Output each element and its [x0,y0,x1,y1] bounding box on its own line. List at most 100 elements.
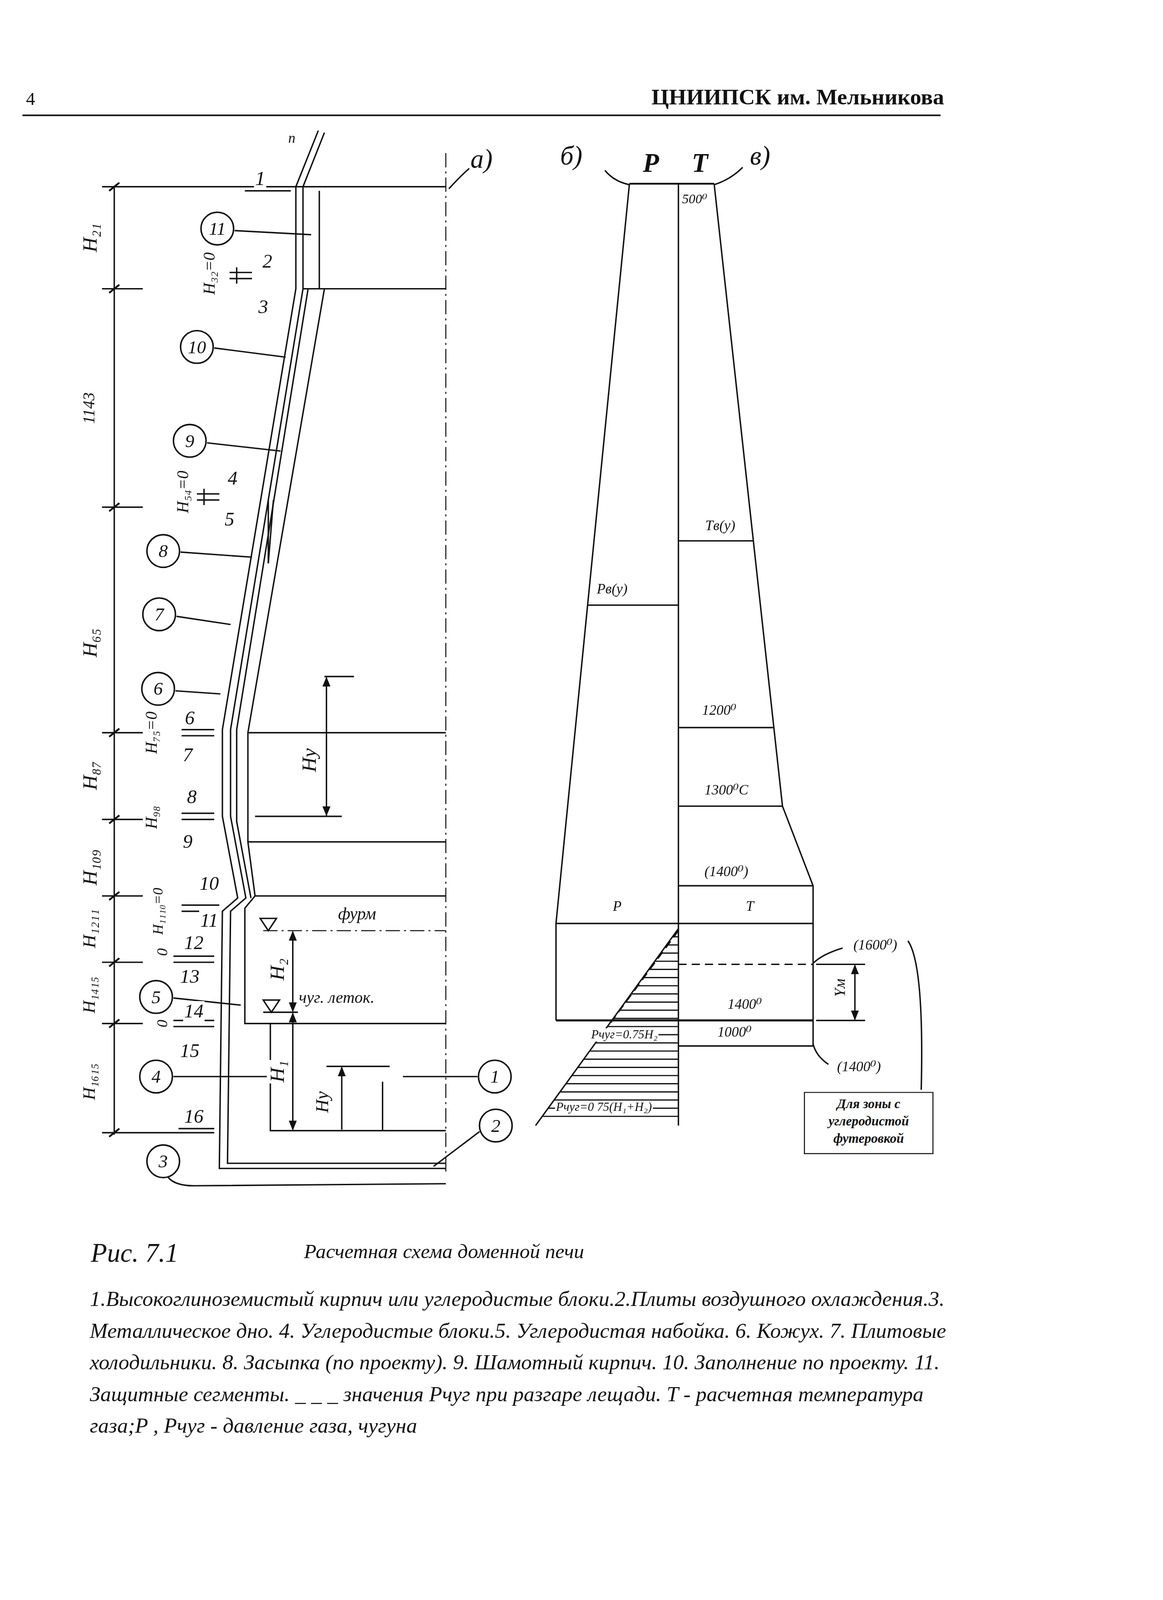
drawing-line [244,190,291,192]
drawing-label: 12 [183,932,205,953]
drawing-line [181,813,215,819]
callout-number: 1 [490,1065,500,1087]
drawing-label: H₇₅=0 [143,710,161,755]
drawing-line [176,616,231,625]
drawing-label: 1400⁰ [726,997,763,1013]
drawing-label: 4 [25,89,37,109]
drawing-line [113,186,115,1135]
hatch-line [571,1074,679,1076]
drawing-line [270,1022,446,1025]
drawing-label: 8 [185,786,198,808]
drawing-line [324,675,355,678]
drawing-line [173,956,215,963]
hatch-line [566,1082,679,1085]
drawing-label: H₁₄₁₅ [80,975,99,1014]
drawing-label: 15 [179,1040,201,1061]
drawing-line [433,1131,480,1167]
hatch-line [560,1090,679,1093]
drawing-line [102,818,144,820]
level-marks [173,190,291,1129]
drawing-label: 14 [183,1000,205,1022]
drawing-label: P [641,149,660,178]
drawing-line [181,729,215,736]
drawing-line [714,183,814,1046]
drawing-line [816,1019,865,1021]
drawing-label: H₉₈ [143,804,161,830]
note-box: Для зоны с углеродистой футеровкой [803,1091,934,1154]
drawing-line [102,506,144,508]
furnace-lining [244,153,446,1174]
drawing-line [22,114,941,117]
drawing-line [678,885,814,887]
drawing-line [292,931,294,1012]
drawing-line [263,999,280,1013]
circle-outline [180,330,214,364]
circle-outline [478,1060,512,1093]
drawing-label: 2 [261,251,274,272]
drawing-label: (1400⁰) [836,1059,883,1075]
drawing-label: 16 [183,1106,205,1127]
hatch-line [666,944,679,946]
drawing-label: Tв(y) [704,519,736,535]
drawing-label: Pв(y) [595,581,629,597]
drawing-line [445,153,447,1174]
drawing-line [402,1075,478,1077]
callout-number: 7 [154,603,164,625]
drawing-label: 9 [181,831,194,853]
callout-number: 5 [151,986,161,1008]
hatch-line [613,1017,679,1019]
drawing-label: H₁₀₉ [78,848,101,887]
drawing-line [102,1131,215,1133]
callout-circle: 11 [200,210,235,246]
callout-number: 9 [185,430,195,452]
drawing-label: 1000⁰ [716,1024,753,1040]
drawing-line [678,963,814,965]
callout-number: 11 [208,217,226,240]
hatch-line [625,1001,679,1003]
callout-number: 10 [187,336,206,358]
drawing-line [535,928,679,1126]
drawing-label: а) [469,145,494,174]
drawing-label: H₁₁₁₀=0 [151,886,167,936]
drawing-line [326,1065,390,1067]
drawing-label: 7 [181,744,194,766]
drawing-label: 500⁰ [681,191,709,206]
drawing-line [813,947,843,964]
callout-circle: 6 [140,671,176,706]
callout-circle: 5 [138,979,174,1014]
drawing-line [260,918,277,931]
callout-number: 6 [153,678,163,700]
figure-number: Рис. 7.1 [89,1238,180,1267]
drawing-label: Pчуг=0 75(H₁+H₂) [555,1100,654,1114]
pressure-temperature-diagram [535,183,922,1126]
drawing-line [180,551,253,557]
drawing-line [263,1011,299,1013]
circle-outline [141,672,175,706]
drawing-label: 1200⁰ [700,703,738,719]
drawing-line [102,961,144,963]
hatch-line [595,1042,679,1044]
drawing-line [168,1177,446,1186]
hatch-line [589,1049,679,1052]
drawing-line [178,1127,215,1129]
header-rule [22,114,941,116]
drawing-label: T [690,149,710,178]
drawing-label: Hу [312,1090,332,1114]
drawing-line [678,726,774,729]
callout-circle: 9 [172,423,207,458]
dimension-arrows [255,676,390,1131]
drawing-label: 1 [253,167,267,190]
figure-caption: 1.Высокоглиноземистый кирпич или углерод… [89,1283,958,1442]
drawing-line [325,677,328,815]
drawing-label: 3 [257,297,270,318]
drawing-line [678,540,753,542]
drawing-line [102,185,296,188]
drawing-line [555,922,814,924]
hatch-line [654,960,679,962]
hatch-line [619,1009,679,1011]
drawing-label: 0 [155,1018,172,1029]
drawing-line [263,929,447,931]
drawing-line [714,167,743,185]
drawing-line [206,442,281,452]
drawing-label: (1400⁰) [703,864,750,880]
